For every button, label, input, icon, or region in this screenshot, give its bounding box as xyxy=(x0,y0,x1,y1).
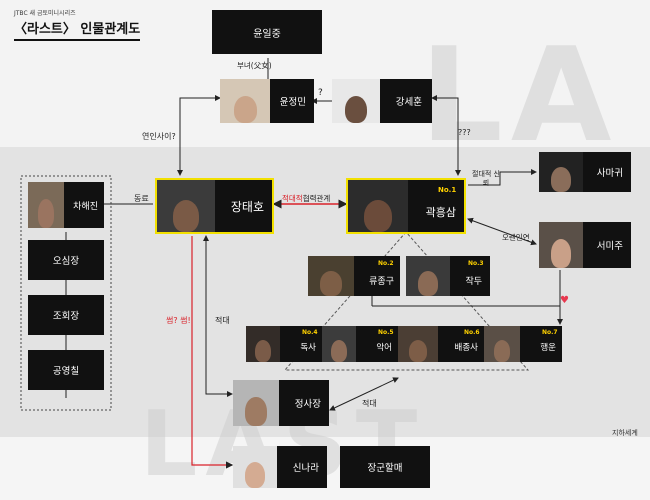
character-name: 장태호 xyxy=(230,199,264,214)
portrait xyxy=(539,152,583,192)
relation-question: ? xyxy=(318,88,323,98)
portrait xyxy=(332,79,380,123)
rank-badge: No.1 xyxy=(438,186,457,194)
relation-cooperation-label: 협력관계 xyxy=(302,194,331,203)
character-name: 윤일중 xyxy=(253,28,281,40)
character-jeong-sajang: 정사장 xyxy=(233,380,329,426)
character-kwak-heungsam: No.1 곽흥삼 xyxy=(346,178,466,234)
character-cha-haejin: 차해진 xyxy=(28,182,104,228)
character-name: 차해진 xyxy=(73,201,98,212)
rank-badge: No.3 xyxy=(468,260,484,267)
character-janggun-halmae: 장군할매 xyxy=(340,446,430,488)
rank-badge: No.5 xyxy=(378,329,394,336)
relation-hostile-label: 적대적 xyxy=(282,194,303,203)
relation-some: 썸? 썸! xyxy=(166,316,191,325)
rank-badge: No.7 xyxy=(542,329,558,336)
network-label: JTBC 새 금토미니시리즈 xyxy=(14,10,76,17)
character-jang-taeho: 장태호 xyxy=(155,178,274,234)
portrait xyxy=(308,256,354,296)
relation-hostile-2: 적대 xyxy=(362,399,377,408)
character-ryu-jonggu: No.2 류종구 xyxy=(308,256,400,296)
character-name: 정사장 xyxy=(294,399,321,410)
character-akeo: No.5 악어 xyxy=(322,326,398,362)
character-name: 윤정민 xyxy=(279,97,306,108)
character-name: 독사 xyxy=(300,343,316,353)
relation-hostile: 적대 xyxy=(215,316,230,325)
character-name: 악어 xyxy=(376,343,392,353)
character-name: 곽흥삼 xyxy=(425,206,456,219)
character-gong-yeongchil: 공영칠 xyxy=(28,350,104,390)
portrait xyxy=(220,79,270,123)
rank-badge: No.4 xyxy=(302,329,318,336)
character-shin-nara: 신나라 xyxy=(233,446,327,488)
character-jakdu: No.3 작두 xyxy=(406,256,490,296)
character-seo-miju: 서미주 xyxy=(539,222,631,268)
character-name: 공영칠 xyxy=(52,366,80,377)
character-yoon-iljung: 윤일중 xyxy=(212,10,322,54)
header: JTBC 새 금토미니시리즈 〈라스트〉 인물관계도 xyxy=(14,8,141,41)
character-name: 사마귀 xyxy=(596,168,623,179)
portrait xyxy=(246,326,280,362)
relation-old-relationship: 오랜인연 xyxy=(502,233,530,242)
character-osimjang: 오심장 xyxy=(28,240,104,280)
portrait xyxy=(539,222,583,268)
portrait xyxy=(233,446,277,488)
character-samagwi: 사마귀 xyxy=(539,152,631,192)
character-name: 서미주 xyxy=(596,241,623,252)
relation-father-daughter: 부녀(父女) xyxy=(237,61,272,70)
page-title: 〈라스트〉 인물관계도 xyxy=(14,18,141,41)
character-johoejang: 조회장 xyxy=(28,295,104,335)
character-name: 행운 xyxy=(540,343,556,353)
heart-icon: ♥ xyxy=(560,295,569,306)
relation-triple-question: ??? xyxy=(458,128,471,137)
character-name: 작두 xyxy=(465,276,482,287)
character-yoon-jeongmin: 윤정민 xyxy=(220,79,314,123)
portrait xyxy=(406,256,450,296)
character-name: 배종사 xyxy=(454,343,478,353)
rank-badge: No.6 xyxy=(464,329,480,336)
portrait xyxy=(233,380,279,426)
character-baejangsa: No.6 배종사 xyxy=(398,326,484,362)
character-kang-sehun: 강세훈 xyxy=(332,79,432,123)
character-name: 오심장 xyxy=(52,256,80,267)
rank-badge: No.2 xyxy=(378,260,394,267)
portrait xyxy=(398,326,438,362)
relation-colleague: 동료 xyxy=(134,194,149,203)
character-name: 장군할매 xyxy=(367,463,403,474)
background-top xyxy=(0,0,650,147)
relation-absolute-trust: 절대적 신뢰 xyxy=(472,170,500,187)
character-name: 강세훈 xyxy=(395,97,422,108)
underworld-label: 지하세계 xyxy=(612,429,638,437)
character-name: 조회장 xyxy=(52,311,80,322)
portrait xyxy=(28,182,64,228)
relation-hostile-cooperation: 적대적협력관계 xyxy=(282,193,330,204)
portrait xyxy=(157,180,215,232)
portrait xyxy=(322,326,356,362)
character-name: 신나라 xyxy=(292,463,319,474)
portrait xyxy=(348,180,408,232)
character-doksa: No.4 독사 xyxy=(246,326,322,362)
character-haengun: No.7 행운 xyxy=(484,326,562,362)
portrait xyxy=(484,326,520,362)
character-name: 류종구 xyxy=(369,276,394,287)
relation-lovers: 연인사이? xyxy=(142,132,176,141)
